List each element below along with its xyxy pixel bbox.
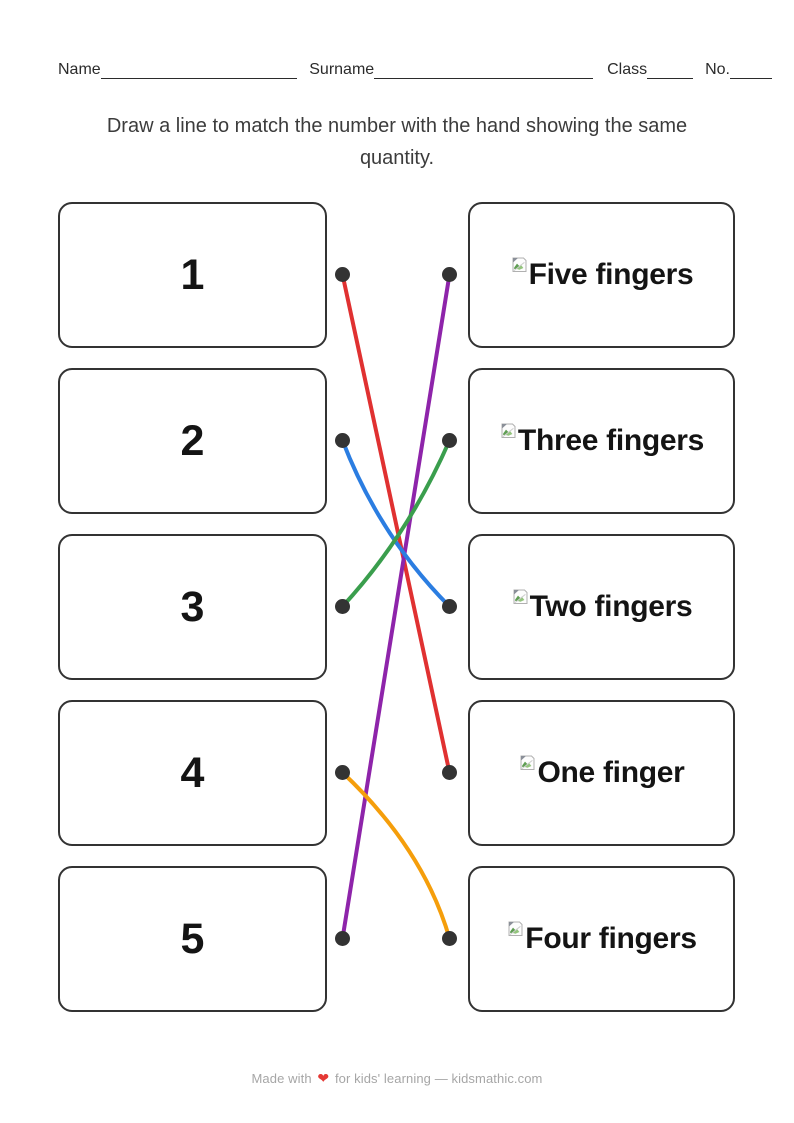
- footer-text-after: for kids' learning — kidsmathic.com: [334, 1071, 543, 1086]
- number-card-label: 3: [180, 582, 205, 631]
- answer-card-five-fingers: Five fingers: [468, 202, 735, 348]
- answer-card-one-finger: One finger: [468, 700, 735, 846]
- answer-card-four-fingers: Four fingers: [468, 866, 735, 1012]
- connector-dot[interactable]: [335, 267, 350, 282]
- surname-blank-line: [374, 63, 594, 79]
- class-blank-line: [647, 63, 694, 79]
- name-label: Name: [58, 61, 101, 78]
- number-card-1: 1: [58, 202, 327, 348]
- class-label: Class: [607, 61, 648, 78]
- answer-card-label: Four fingers: [525, 922, 697, 955]
- match-line-purple: [340, 272, 452, 941]
- connector-dot[interactable]: [442, 599, 457, 614]
- connector-dot[interactable]: [335, 931, 350, 946]
- footer-credit: Made with ❤ for kids' learning — kidsmat…: [0, 1070, 794, 1087]
- answer-card-label: Two fingers: [529, 590, 693, 623]
- broken-image-icon: [520, 755, 535, 770]
- number-card-label: 4: [180, 748, 205, 797]
- match-line-orange: [340, 770, 452, 941]
- connector-dot[interactable]: [442, 267, 457, 282]
- student-info-header: Name Surname Class No.: [58, 62, 772, 79]
- broken-image-icon: [512, 257, 527, 272]
- no-blank-line: [730, 63, 772, 79]
- number-card-label: 1: [180, 250, 205, 299]
- broken-image-icon: [508, 921, 523, 936]
- answer-card-label: Three fingers: [517, 424, 705, 457]
- match-line-red: [340, 272, 452, 775]
- match-line-blue: [340, 438, 452, 609]
- surname-label: Surname: [309, 61, 375, 78]
- instruction-text: Draw a line to match the number with the…: [106, 115, 688, 169]
- broken-image-icon: [501, 423, 516, 438]
- heart-icon: ❤: [317, 1070, 330, 1086]
- number-card-5: 5: [58, 866, 327, 1012]
- connector-dot[interactable]: [335, 599, 350, 614]
- number-card-3: 3: [58, 534, 327, 680]
- number-card-label: 2: [180, 416, 205, 465]
- answer-card-label: One finger: [537, 756, 685, 789]
- number-card-4: 4: [58, 700, 327, 846]
- footer-text-before: Made with: [251, 1071, 312, 1086]
- number-card-2: 2: [58, 368, 327, 514]
- answer-card-two-fingers: Two fingers: [468, 534, 735, 680]
- broken-image-icon: [513, 589, 528, 604]
- connector-dot[interactable]: [442, 765, 457, 780]
- answer-card-three-fingers: Three fingers: [468, 368, 735, 514]
- name-blank-line: [100, 63, 298, 79]
- number-card-label: 5: [180, 914, 205, 963]
- answer-card-label: Five fingers: [528, 258, 694, 291]
- connector-dot[interactable]: [442, 931, 457, 946]
- connector-dot[interactable]: [442, 433, 457, 448]
- connector-dot[interactable]: [335, 765, 350, 780]
- match-line-green: [340, 438, 452, 609]
- connector-dot[interactable]: [335, 433, 350, 448]
- no-label: No.: [705, 61, 730, 78]
